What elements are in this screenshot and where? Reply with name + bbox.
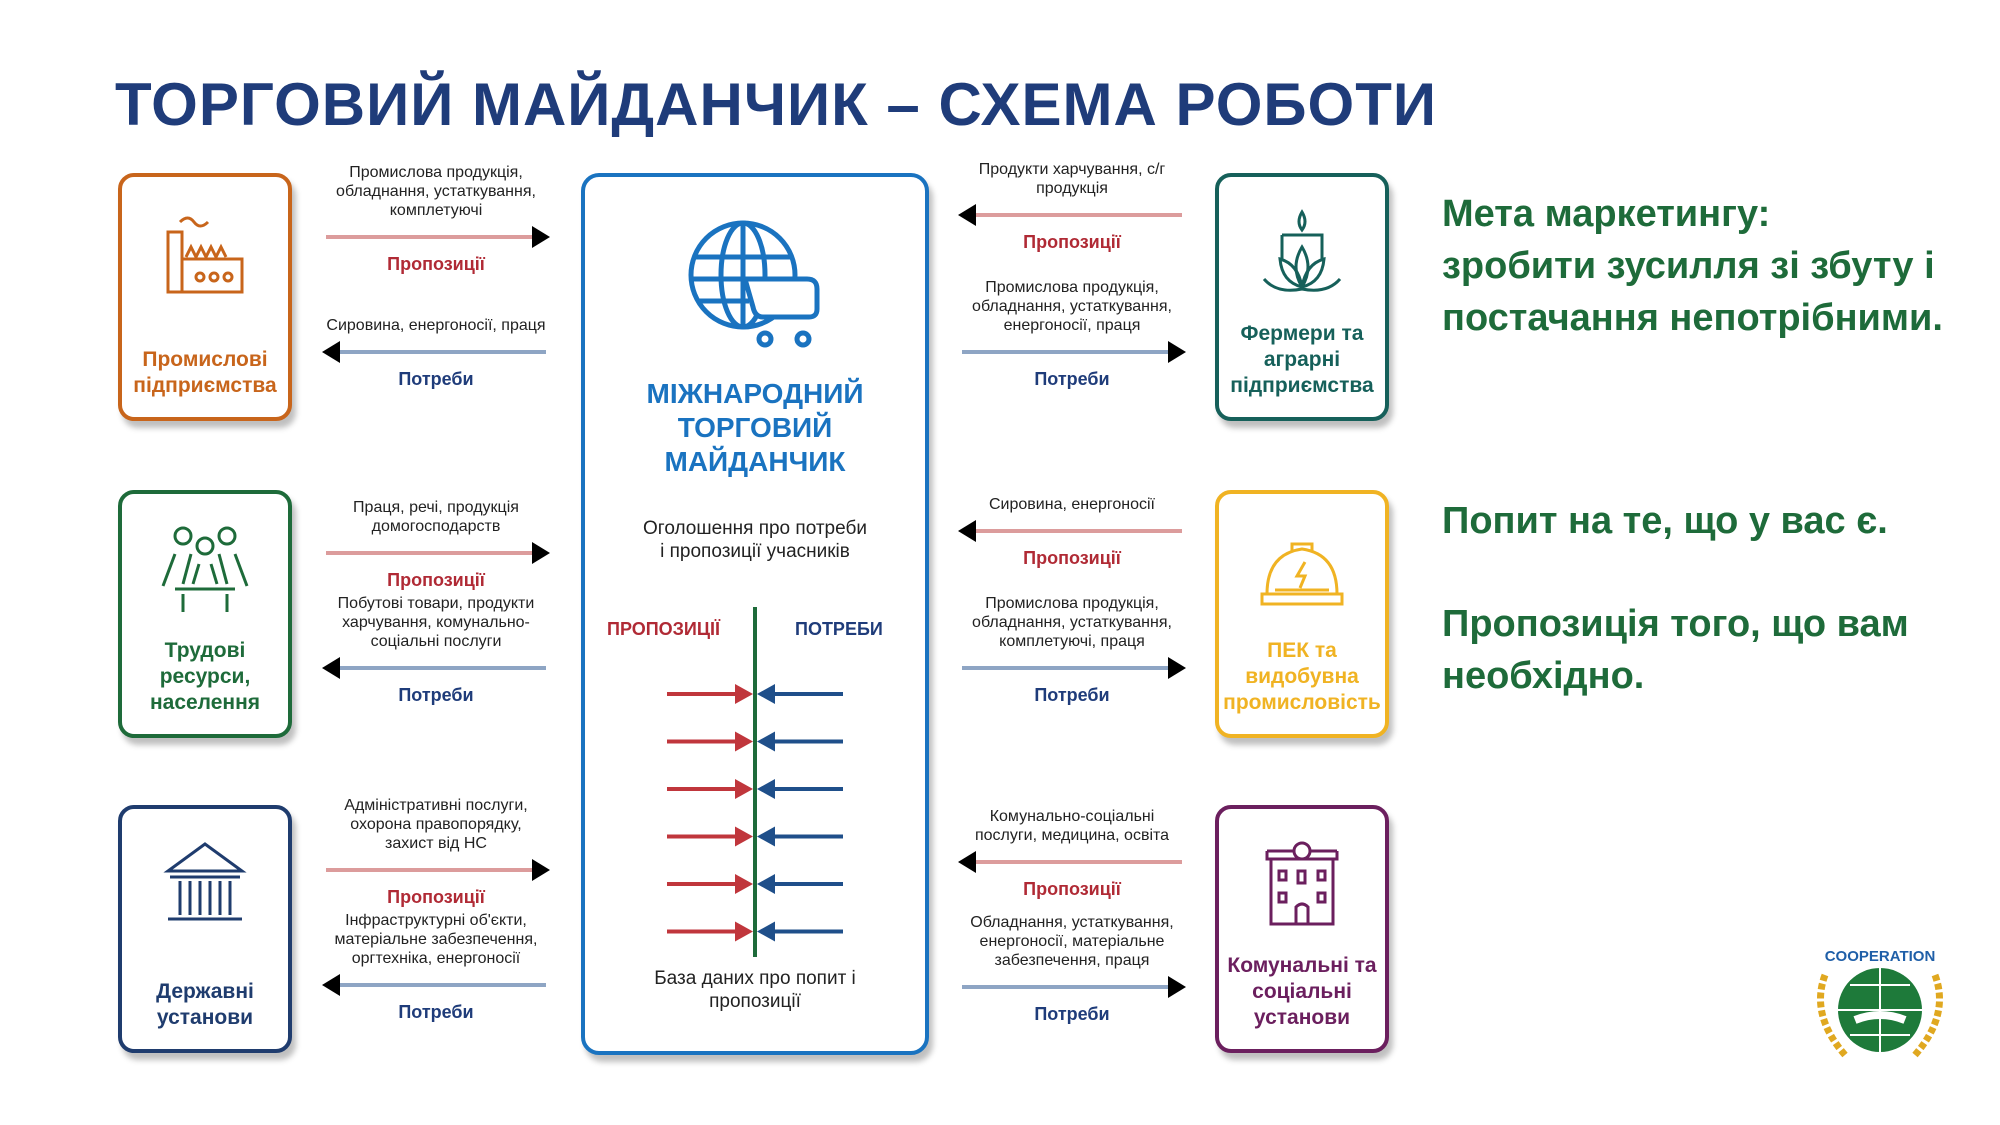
offer-arrow (958, 851, 1182, 873)
need-text: Обладнання, устаткування, енергоносії, м… (970, 914, 1174, 969)
factory-icon (166, 216, 244, 294)
connector-government: Адміністративні послуги, охорона правопо… (322, 795, 550, 1023)
offers-label: ПРОПОЗИЦІЇ (607, 619, 720, 639)
need-arrow-head (757, 921, 775, 942)
need-label: Потреби (1034, 369, 1110, 389)
need-arrow (322, 657, 546, 679)
offer-arrow-head (735, 779, 753, 799)
connector-municipal: Комунально-соціальні послуги, медицина, … (958, 795, 1186, 1025)
offer-text: Промислова продукція, обладнання, устатк… (336, 164, 536, 219)
hub-title-line: МАЙДАНЧИК (664, 446, 846, 477)
offer-label: Пропозиції (1023, 879, 1121, 899)
entity-government: Державні установи (118, 805, 292, 1053)
need-arrow-head (757, 684, 775, 704)
goal-text: зробити зусилля зі збуту і постачання не… (1442, 245, 1943, 339)
offer-text: Сировина, енергоносії (989, 496, 1155, 513)
database-label: База даних про попит і пропозиції (654, 968, 856, 1012)
connector-population: Праця, речі, продукція домогосподарств П… (322, 478, 550, 706)
need-arrow (322, 341, 546, 363)
cooperation-emblem-icon: COOPERATION (1817, 948, 1943, 1058)
need-arrow-head (757, 826, 775, 847)
connector-energy: Сировина, енергоносії Пропозиції Промисл… (958, 456, 1186, 706)
need-text: Інфраструктурні об'єкти, матеріальне заб… (334, 912, 538, 967)
offer-text: Продукти харчування, с/г продукція (978, 161, 1166, 197)
offer-label: Пропозиції (387, 887, 485, 907)
offer-arrow (326, 542, 550, 564)
lotus-icon (1262, 209, 1342, 292)
supply-text: Пропозиція того, що вам необхідно. (1442, 603, 1909, 697)
government-building-icon (163, 842, 247, 921)
entity-industrial: Промислові підприємства (118, 173, 292, 421)
offer-text: Адміністративні послуги, охорона правопо… (344, 797, 528, 852)
entity-label: Промислові підприємства (133, 348, 277, 397)
hardhat-icon (1260, 542, 1344, 606)
page-title: ТОРГОВИЙ МАЙДАНЧИК – СХЕМА РОБОТИ (115, 71, 1437, 138)
logo-text: COOPERATION (1825, 948, 1936, 965)
entity-label: Комунальні та соціальні установи (1227, 954, 1377, 1029)
offer-arrow-head (735, 921, 753, 942)
goal-title: Мета маркетингу: (1442, 193, 1771, 235)
need-label: Потреби (1034, 685, 1110, 705)
need-arrow-head (757, 731, 775, 752)
entity-energy: ПЕК та видобувна промисловість (1215, 490, 1389, 738)
need-label: Потреби (398, 369, 474, 389)
need-label: Потреби (1034, 1004, 1110, 1024)
needs-label: ПОТРЕБИ (795, 619, 883, 639)
need-label: Потреби (398, 1002, 474, 1022)
cooperation-logo: COOPERATION (1795, 935, 1965, 1065)
matching-diagram (667, 607, 843, 957)
need-arrow (962, 976, 1186, 998)
municipal-building-icon (1265, 841, 1339, 926)
entity-farmers: Фермери та аграрні підприємства (1215, 173, 1389, 421)
need-arrow (962, 657, 1186, 679)
entity-population: Трудові ресурси, населення (118, 490, 292, 738)
offer-text: Комунально-соціальні послуги, медицина, … (974, 808, 1170, 844)
need-arrow-head (757, 874, 775, 894)
entity-label: Державні установи (156, 980, 254, 1029)
need-text: Промислова продукція, обладнання, устатк… (972, 279, 1172, 334)
hub-title-line: МІЖНАРОДНИЙ (646, 378, 864, 409)
need-label: Потреби (398, 685, 474, 705)
offer-arrow (958, 204, 1182, 226)
offer-arrow-head (735, 684, 753, 704)
need-arrow (962, 341, 1186, 363)
hub-announce: Оголошення про потреби і пропозиції учас… (643, 518, 867, 562)
marketing-goal: Мета маркетингу: зробити зусилля зі збут… (1442, 188, 1982, 344)
offer-arrow (958, 520, 1182, 542)
need-text: Промислова продукція, обладнання, устатк… (972, 595, 1172, 650)
entity-label: Фермери та аграрні підприємства (1230, 322, 1374, 397)
connector-industrial: Промислова продукція, обладнання, устатк… (322, 162, 550, 390)
entity-label: Трудові ресурси, населення (149, 639, 261, 714)
offer-text: Праця, речі, продукція домогосподарств (353, 499, 519, 535)
offer-arrow (326, 859, 550, 881)
need-arrow (322, 974, 546, 996)
need-arrow-head (757, 779, 775, 799)
offer-arrow-head (735, 826, 753, 847)
offer-label: Пропозиції (387, 254, 485, 274)
connector-farmers: Продукти харчування, с/г продукція Пропо… (958, 140, 1186, 390)
offer-arrow-head (735, 874, 753, 894)
need-text: Побутові товари, продукти харчування, ко… (337, 595, 535, 650)
people-icon (161, 526, 249, 612)
globe-cart-icon (688, 220, 820, 348)
offer-label: Пропозиції (1023, 548, 1121, 568)
offer-arrow (326, 226, 550, 248)
entity-municipal: Комунальні та соціальні установи (1215, 805, 1389, 1053)
offer-arrow-head (735, 731, 753, 752)
entity-label: ПЕК та видобувна промисловість (1223, 639, 1381, 714)
offer-label: Пропозиції (387, 570, 485, 590)
marketplace-hub: МІЖНАРОДНИЙ ТОРГОВИЙ МАЙДАНЧИК Оголошенн… (581, 173, 929, 1055)
demand-text: Попит на те, що у вас є. (1442, 500, 1888, 542)
offer-label: Пропозиції (1023, 232, 1121, 252)
need-text: Сировина, енергоносії, праця (326, 317, 546, 334)
hub-title: МІЖНАРОДНИЙ ТОРГОВИЙ МАЙДАНЧИК (585, 377, 925, 479)
hub-title-line: ТОРГОВИЙ (677, 412, 833, 443)
